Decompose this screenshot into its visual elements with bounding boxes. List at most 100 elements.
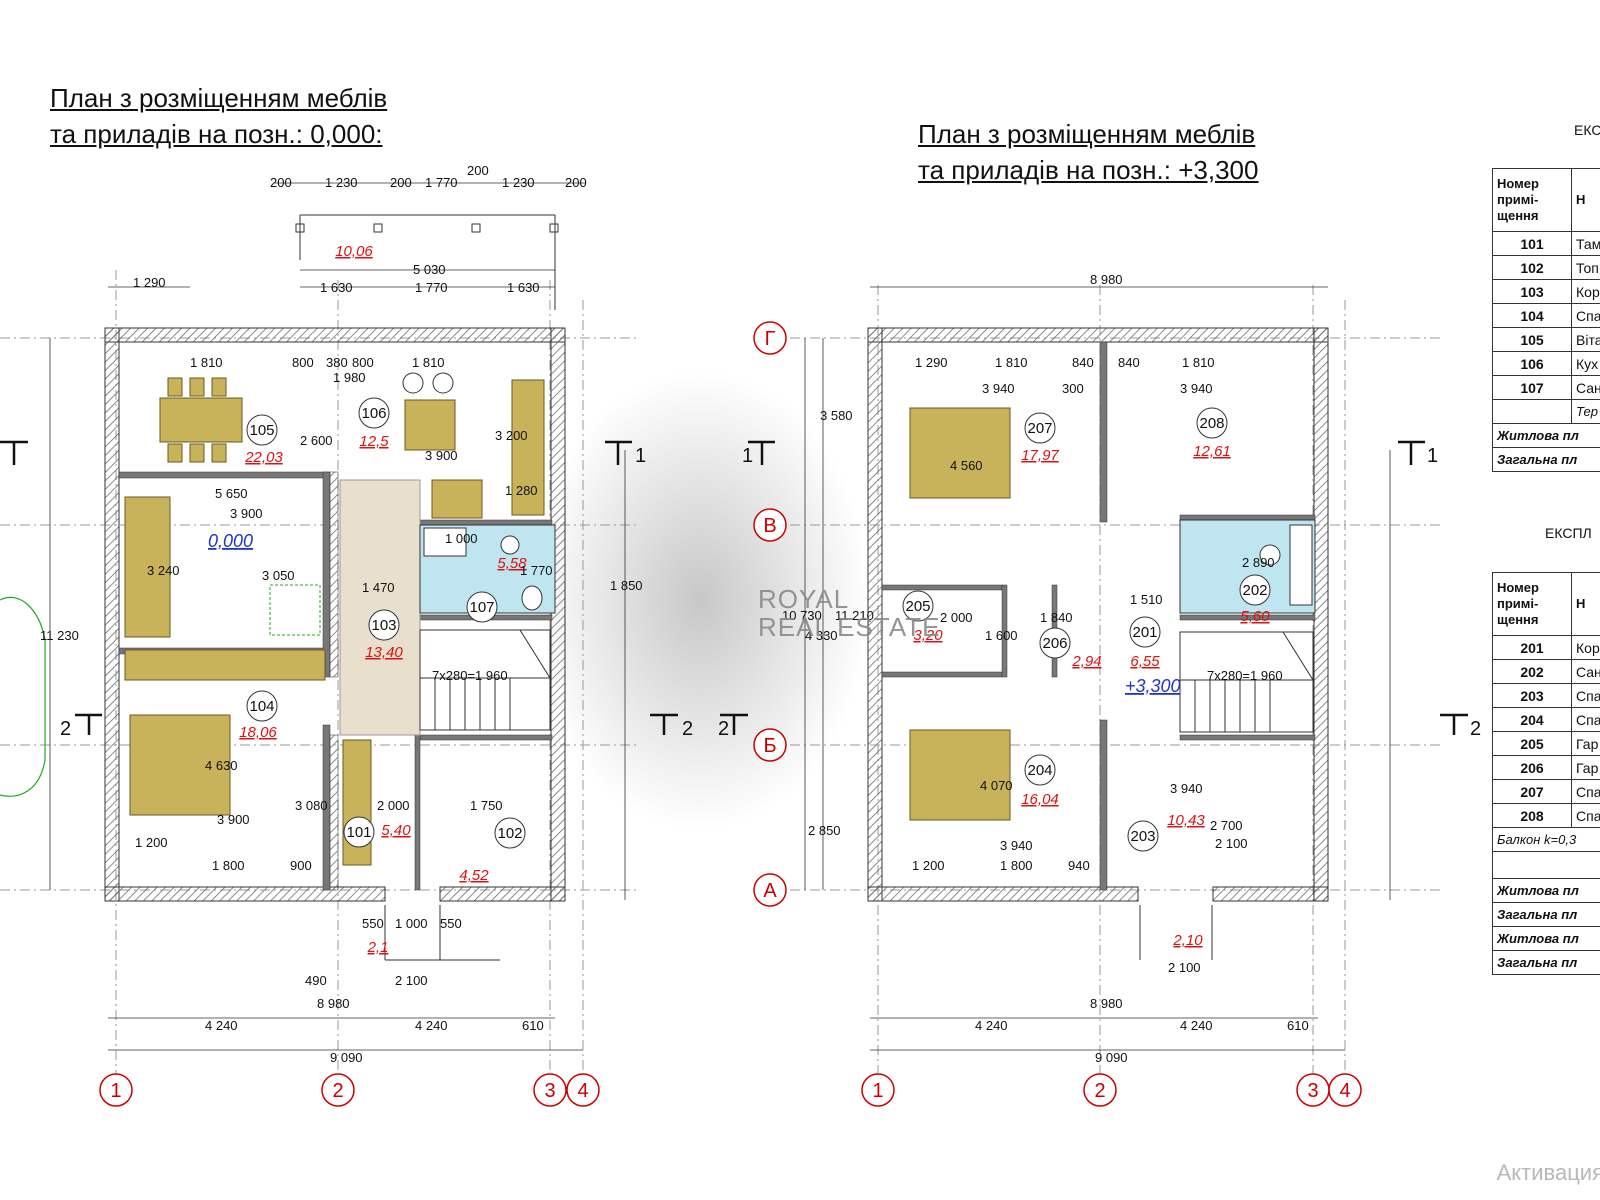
wardrobe xyxy=(124,649,326,681)
table2-footer-total-b: Загальна пл xyxy=(1492,950,1600,975)
gdim-3050: 3 050 xyxy=(262,568,295,583)
svg-text:2: 2 xyxy=(60,718,71,740)
ground-stair xyxy=(419,629,551,731)
gdim-900: 900 xyxy=(290,858,312,873)
upper-axis-lines xyxy=(790,285,1440,1075)
svg-text:1: 1 xyxy=(1427,445,1438,467)
udim-10730: 10 730 xyxy=(782,608,822,623)
udim-2850: 2 850 xyxy=(808,823,841,838)
room-no-206: 206 xyxy=(1042,635,1067,652)
svg-text:1: 1 xyxy=(742,445,753,467)
gdim-200d: 200 xyxy=(565,175,587,190)
udim-2100b: 2 100 xyxy=(1168,960,1201,975)
udim-2700: 2 700 xyxy=(1210,818,1243,833)
room-no-203: 203 xyxy=(1130,828,1155,845)
table1-header-name: Н xyxy=(1571,168,1600,232)
gdim-1770b: 1 770 xyxy=(520,563,553,578)
ground-floor-plan xyxy=(0,182,678,1075)
udim-4240a: 4 240 xyxy=(975,1018,1008,1033)
table1-caption: ЕКСПЛ xyxy=(1574,122,1600,138)
gdim-2600: 2 600 xyxy=(300,433,333,448)
udim-840a: 840 xyxy=(1072,355,1094,370)
table2-no-206: 206 xyxy=(1492,755,1572,780)
axis-col-3-g: 3 xyxy=(544,1080,555,1102)
upper-dimensions: 8 980 1 290 1 810 840 840 1 810 3 940 30… xyxy=(782,272,1309,1065)
svg-text:2: 2 xyxy=(1470,718,1481,740)
gdim-550a: 550 xyxy=(362,916,384,931)
ground-hall-floor xyxy=(339,479,421,736)
udim-1810a: 1 810 xyxy=(995,355,1028,370)
udim-2000: 2 000 xyxy=(940,610,973,625)
ground-section-marks xyxy=(0,440,678,735)
table2-no-204: 204 xyxy=(1492,707,1572,732)
table2-no-202: 202 xyxy=(1492,659,1572,684)
gdim-3200: 3 200 xyxy=(495,428,528,443)
table2-no-201: 201 xyxy=(1492,635,1572,660)
ground-title-line2: та приладів на позн.: 0,000: xyxy=(50,119,383,149)
table1-name-103: Кор xyxy=(1571,279,1600,304)
ground-level-mark: 0,000 xyxy=(208,531,253,551)
room-no-201: 201 xyxy=(1132,624,1157,641)
table2-name-207: Спа xyxy=(1571,779,1600,804)
upper-section-marks xyxy=(720,440,1468,735)
udim-1800: 1 800 xyxy=(1000,858,1033,873)
table1-footer-total: Загальна пл xyxy=(1492,447,1600,472)
upper-room-labels: 207 17,97 208 12,61 202 5,60 205 3,20 20… xyxy=(902,407,1283,949)
table2-no-203: 203 xyxy=(1492,683,1572,708)
bed-204 xyxy=(909,729,1011,821)
table1-name-105: Віта xyxy=(1571,327,1600,352)
table2-caption: ЕКСПЛ xyxy=(1545,525,1592,541)
gdim-3240: 3 240 xyxy=(147,563,180,578)
table1-no-105: 105 xyxy=(1492,327,1572,352)
gdim-1850: 1 850 xyxy=(610,578,643,593)
room-area-205: 3,20 xyxy=(913,627,943,644)
ground-title-line1: План з розміщенням меблів xyxy=(50,83,388,113)
gdim-1770: 1 770 xyxy=(415,280,448,295)
room-area-102: 4,52 xyxy=(459,867,489,884)
porch-area: 2,1 xyxy=(367,939,389,956)
gdim-5030: 5 030 xyxy=(413,262,446,277)
table1-terrace: Тер xyxy=(1571,399,1600,424)
udim-3940a: 3 940 xyxy=(982,381,1015,396)
upper-floor-plan xyxy=(720,285,1468,1075)
table1-name-107: Сан xyxy=(1571,375,1600,400)
upper-furniture xyxy=(909,407,1011,821)
gdim-2100: 2 100 xyxy=(395,973,428,988)
gdim-1290: 1 290 xyxy=(133,275,166,290)
room-area-106: 12,5 xyxy=(359,433,389,450)
ground-dimensions: 200 1 230 200 1 770 200 1 230 200 5 030 … xyxy=(40,163,643,1065)
watermark-line2: REAL ESTATE xyxy=(758,612,941,642)
room-area-207: 17,97 xyxy=(1021,447,1059,464)
table2-footer-total-a: Загальна пл xyxy=(1492,902,1600,927)
axis-col-3-u: 3 xyxy=(1307,1080,1318,1102)
gdim-8980: 8 980 xyxy=(317,996,350,1011)
room-no-104: 104 xyxy=(249,698,274,715)
svg-text:2: 2 xyxy=(718,718,729,740)
ground-terrace xyxy=(295,214,559,310)
table1-no-101: 101 xyxy=(1492,231,1572,256)
gdim-200a: 200 xyxy=(270,175,292,190)
gdim-5650: 5 650 xyxy=(215,486,248,501)
axis-row-a: А xyxy=(763,880,777,902)
table2-name-206: Гар xyxy=(1571,755,1600,780)
upper-outer-walls xyxy=(867,327,1329,902)
gdim-4630: 4 630 xyxy=(205,758,238,773)
table1-footer-living: Житлова пл xyxy=(1492,423,1600,448)
table2-footer-living-b: Житлова пл xyxy=(1492,926,1600,951)
room-no-103: 103 xyxy=(371,617,396,634)
bed-207 xyxy=(909,407,1011,499)
room-area-203: 10,43 xyxy=(1167,812,1205,829)
gdim-800b: 800 xyxy=(352,355,374,370)
table2-name-201: Кор xyxy=(1571,635,1600,660)
room-no-207: 207 xyxy=(1027,420,1052,437)
watermark: ROYAL REAL ESTATE xyxy=(758,585,940,641)
upper-title-line1: План з розміщенням меблів xyxy=(918,119,1256,149)
balcony-area: 2,10 xyxy=(1172,932,1203,949)
gdim-800a: 800 xyxy=(292,355,314,370)
table1-no-106: 106 xyxy=(1492,351,1572,376)
gdim-1230a: 1 230 xyxy=(325,175,358,190)
gdim-4240b: 4 240 xyxy=(415,1018,448,1033)
gdim-1810a: 1 810 xyxy=(190,355,223,370)
car-outline xyxy=(0,596,46,797)
